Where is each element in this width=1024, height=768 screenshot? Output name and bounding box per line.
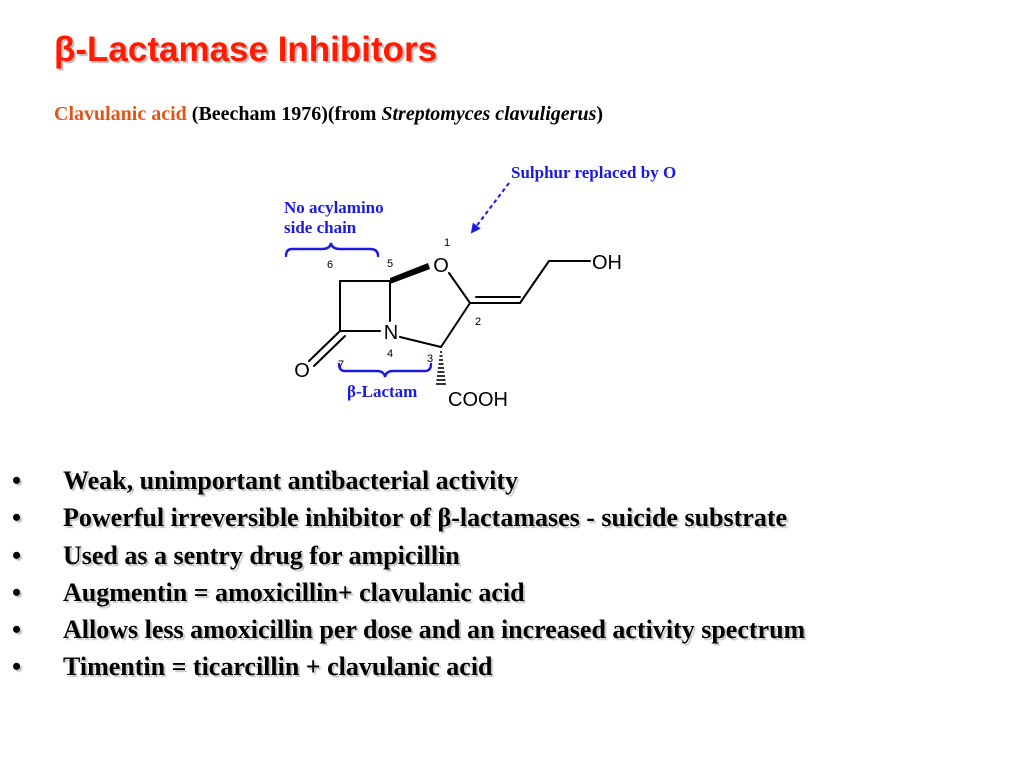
ring-number-1: 1 [444, 237, 450, 249]
bullet-text: Used as a sentry drug for ampicillin [63, 540, 460, 570]
subtitle-paren-close: ) [596, 103, 604, 125]
clavulanic-acid-structure: O N O OH COOH 1 2 3 4 5 6 7 Sulphur repl… [284, 163, 676, 411]
subtitle: Clavulanic acid (Beecham 1976)(from Stre… [54, 103, 603, 126]
bullet-dot: • [12, 540, 22, 570]
atom-nitrogen: N [384, 322, 398, 344]
bullet-dot: • [12, 652, 22, 682]
bullet-text: Powerful irreversible inhibitor of β-lac… [63, 503, 788, 533]
brace-acylamino [284, 242, 380, 258]
organism-name: Streptomyces clavuligerus [381, 103, 597, 125]
ring-number-3: 3 [427, 353, 433, 365]
bond-c3-c2 [440, 302, 471, 348]
compound-name: Clavulanic acid [54, 103, 187, 125]
atom-carboxyl: COOH [448, 389, 508, 411]
ring-number-4: 4 [387, 348, 393, 360]
wedge-bond-c5-o1 [390, 263, 430, 284]
bullet-dot: • [12, 577, 22, 607]
annotation-acylamino-line1: No acylamino [284, 198, 384, 217]
hash-bond-c3-cooh [436, 351, 446, 385]
bullet-text: Augmentin = amoxicillin+ clavulanic acid [63, 577, 525, 607]
bullet-dot: • [12, 615, 22, 645]
atom-hydroxyl: OH [592, 252, 622, 274]
bond-c2-o1 [448, 272, 471, 304]
ring-number-5: 5 [387, 258, 393, 270]
bullet-text: Weak, unimportant antibacterial activity [63, 466, 518, 495]
annotation-sulphur: Sulphur replaced by O [511, 163, 676, 182]
arrow-sulphur [470, 182, 510, 234]
bond-c7-o-a [308, 330, 341, 362]
bullet-dot: • [12, 503, 22, 533]
bullet-text: Allows less amoxicillin per dose and an … [63, 615, 806, 645]
ring-number-6: 6 [327, 259, 333, 271]
ring-number-2: 2 [475, 316, 481, 328]
bond-n4-c3 [399, 336, 442, 348]
annotation-acylamino-line2: side chain [284, 218, 357, 237]
atom-carbonyl-oxygen: O [294, 360, 310, 382]
subtitle-source: (Beecham 1976)(from Streptomyces clavuli… [192, 103, 603, 125]
atom-ring-oxygen: O [433, 255, 449, 277]
brace-lactam [337, 362, 433, 378]
bullet-text: Timentin = ticarcillin + clavulanic acid [63, 652, 493, 682]
bond-exo-ch2 [519, 260, 550, 304]
ring-number-7: 7 [338, 359, 344, 371]
bond-c7-o-b [313, 335, 346, 367]
bullet-dot: • [12, 466, 22, 495]
bonds [308, 260, 591, 367]
slide-title: β-Lactamase Inhibitors [54, 30, 438, 69]
annotation-lactam: β-Lactam [347, 382, 417, 401]
subtitle-paren-open: (Beecham 1976)(from [191, 103, 382, 125]
